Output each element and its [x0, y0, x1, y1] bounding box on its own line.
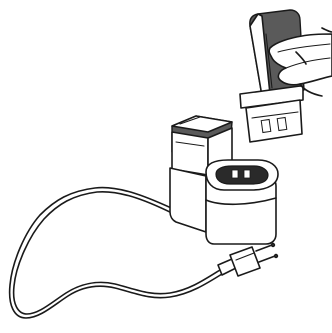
power-plug: [218, 243, 278, 276]
